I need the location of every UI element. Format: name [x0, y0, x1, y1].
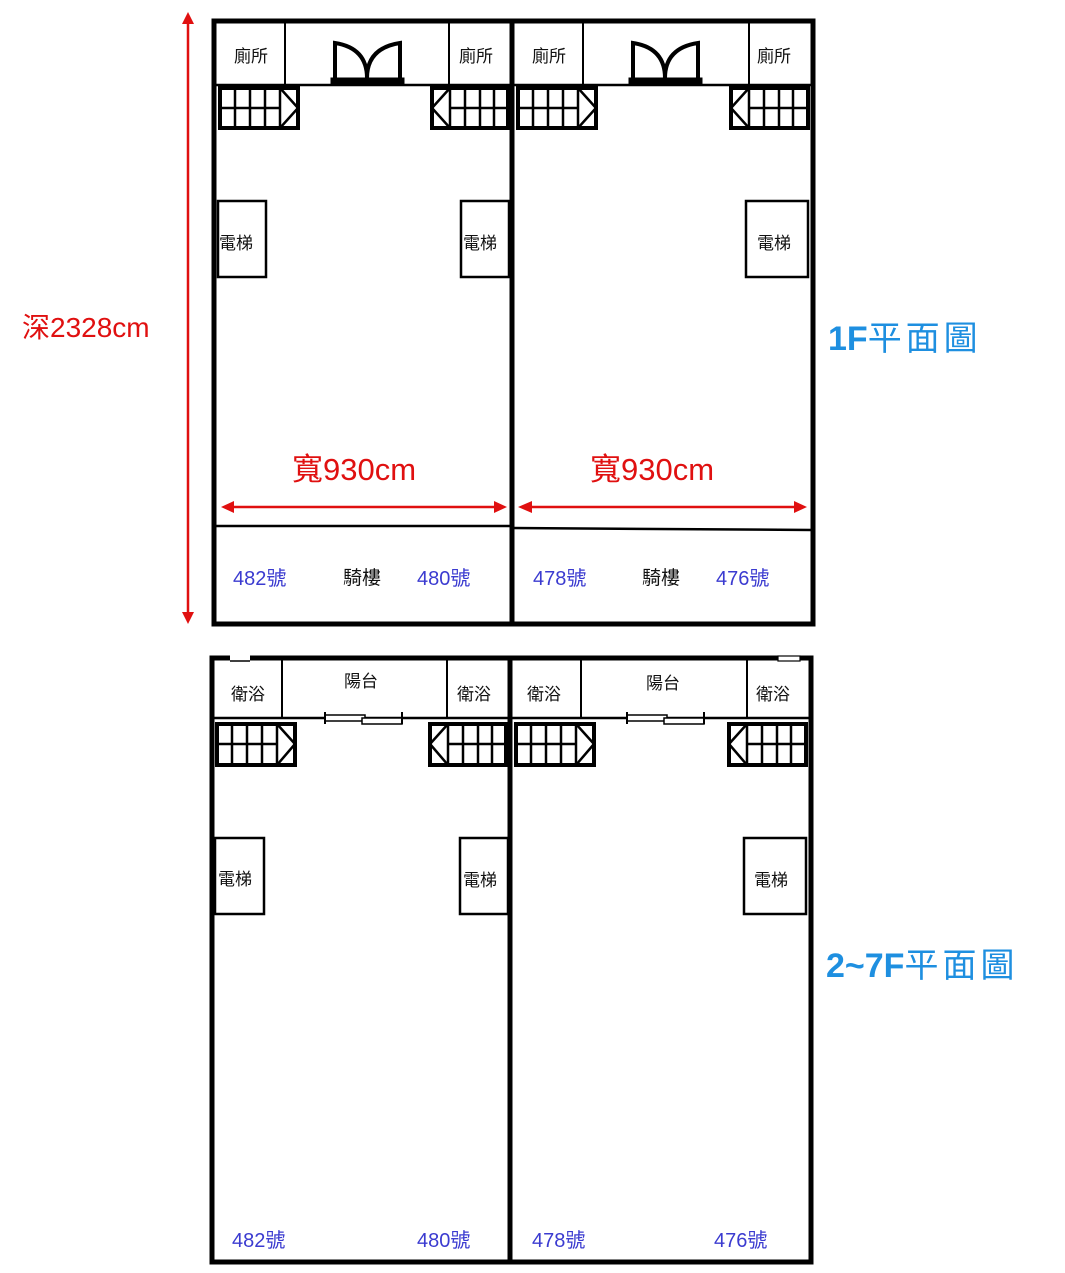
dimension-arrows — [182, 12, 807, 624]
house-number: 478號 — [532, 1230, 586, 1252]
bath-label: 衛浴 — [231, 685, 265, 705]
house-number: 478號 — [533, 568, 587, 590]
elevator-label: 電梯 — [463, 234, 497, 254]
house-number: 480號 — [417, 1230, 471, 1252]
elevator-label: 電梯 — [754, 871, 788, 891]
bath-label: 衛浴 — [457, 685, 491, 705]
toilet-label: 廁所 — [234, 47, 268, 67]
house-number: 482號 — [232, 1230, 286, 1252]
house-number: 480號 — [417, 568, 471, 590]
floor1-title: 1F平面圖 — [828, 311, 982, 360]
elevator-label: 電梯 — [219, 234, 253, 254]
width-label-right: 寬930cm — [590, 452, 715, 487]
floor2-stairs — [215, 722, 808, 767]
house-number: 476號 — [716, 568, 770, 590]
floor1-stairs — [218, 86, 810, 130]
floor2-top-marks — [230, 655, 801, 662]
width-label-left: 寬930cm — [292, 452, 417, 487]
bath-label: 衛浴 — [756, 685, 790, 705]
arcade-label: 騎樓 — [642, 567, 681, 589]
title-suffix: 平面圖 — [867, 319, 982, 359]
toilet-label: 廁所 — [757, 47, 791, 67]
floor1-doors — [330, 40, 703, 86]
title-suffix: 平面圖 — [904, 946, 1019, 986]
balcony-label: 陽台 — [646, 674, 680, 694]
house-number: 476號 — [714, 1230, 768, 1252]
house-number: 482號 — [233, 568, 287, 590]
elevator-label: 電梯 — [463, 871, 497, 891]
floor1-title-text: 1F平面圖 — [828, 319, 982, 359]
bath-label: 衛浴 — [527, 685, 561, 705]
toilet-label: 廁所 — [459, 47, 493, 67]
arcade-label: 騎樓 — [343, 567, 382, 589]
floor1-walls — [211, 18, 816, 627]
depth-label: 深2328cm — [22, 312, 150, 343]
elevator-label: 電梯 — [757, 234, 791, 254]
balcony-label: 陽台 — [344, 672, 378, 692]
floor2-title-text: 2~7F平面圖 — [826, 946, 1019, 986]
toilet-label: 廁所 — [532, 47, 566, 67]
floor2-title: 2~7F平面圖 — [826, 938, 1018, 987]
elevator-label: 電梯 — [218, 870, 252, 890]
floor2-sliding-doors — [324, 712, 705, 725]
floor2-walls — [209, 655, 814, 1265]
